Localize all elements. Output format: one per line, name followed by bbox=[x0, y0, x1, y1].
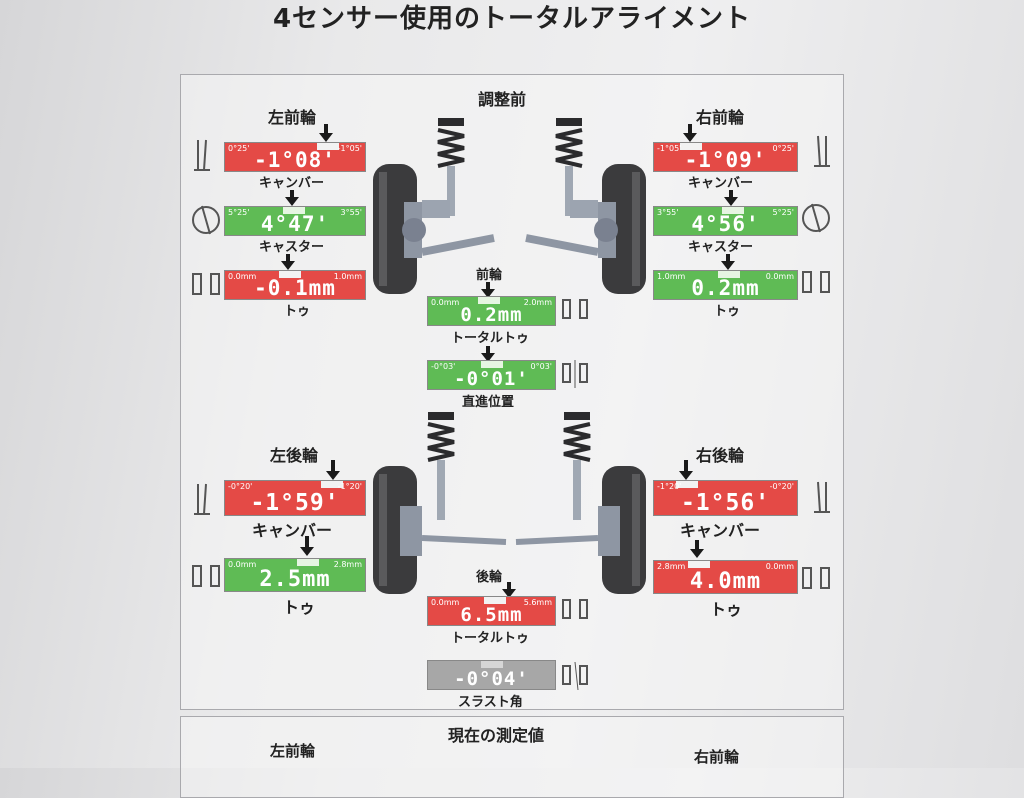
fr-caster-label: キャスター bbox=[688, 240, 754, 255]
rear-total-toe-gauge: 0.0mm 5.6mm 6.5mm bbox=[427, 596, 556, 626]
gauge-value: 4.0mm bbox=[689, 569, 762, 594]
gauge-min: 0.0mm bbox=[431, 298, 460, 307]
thrust-angle-label: スラスト角 bbox=[458, 695, 523, 710]
rear-axle-label: 後輪 bbox=[476, 570, 503, 585]
gauge-max: 5.6mm bbox=[523, 598, 552, 607]
front-suspension-illustration bbox=[373, 118, 646, 294]
gauge-value: -1°59' bbox=[250, 490, 340, 516]
rl-camber-gauge: -0°20' -1°20' -1°59' bbox=[224, 480, 366, 516]
gauge-min: -0°03' bbox=[431, 362, 456, 371]
thrust-angle-icon bbox=[562, 661, 588, 691]
current-heading: 現在の測定値 bbox=[448, 726, 545, 745]
fr-camber-label: キャンバー bbox=[688, 176, 754, 191]
gauge-max: 5°25' bbox=[772, 208, 794, 217]
fl-caster-gauge: 5°25' 3°55' 4°47' bbox=[224, 206, 366, 236]
rear-camber-icon-left bbox=[194, 483, 210, 515]
gauge-max: 0°03' bbox=[530, 362, 552, 371]
rr-toe-label: トゥ bbox=[710, 600, 743, 619]
front-right-label: 右前輪 bbox=[696, 108, 745, 127]
gauge-min: -1°05' bbox=[657, 144, 682, 153]
gauge-max: 1.0mm bbox=[333, 272, 362, 281]
fr-toe-gauge: 1.0mm 0.0mm 0.2mm bbox=[653, 270, 798, 300]
front-axle-label: 前輪 bbox=[476, 268, 503, 283]
gauge-min: -0°20' bbox=[228, 482, 253, 491]
rl-toe-gauge: 0.0mm 2.8mm 2.5mm bbox=[224, 558, 366, 592]
camber-icon-left bbox=[194, 139, 210, 171]
rr-camber-label: キャンバー bbox=[680, 521, 761, 540]
fl-toe-gauge: 0.0mm 1.0mm -0.1mm bbox=[224, 270, 366, 300]
gauge-min: 2.8mm bbox=[657, 562, 686, 571]
gauge-value: 4°47' bbox=[260, 212, 330, 236]
gauge-value: -1°56' bbox=[680, 490, 771, 516]
gauge-min: 0°25' bbox=[228, 144, 250, 153]
gauge-value: -1°08' bbox=[254, 148, 336, 172]
gauge-min: -1°20' bbox=[657, 482, 682, 491]
current-front-right-label: 右前輪 bbox=[694, 748, 740, 766]
caster-icon-left bbox=[192, 205, 220, 235]
fr-toe-label: トゥ bbox=[714, 304, 741, 319]
gauge-max: 0.0mm bbox=[765, 562, 794, 571]
caster-icon-right bbox=[802, 203, 830, 233]
gauge-value: 2.5mm bbox=[259, 567, 331, 592]
fr-caster-gauge: 3°55' 5°25' 4°56' bbox=[653, 206, 798, 236]
gauge-min: 0.0mm bbox=[228, 560, 257, 569]
gauge-value: -1°09' bbox=[684, 148, 767, 172]
front-left-label: 左前輪 bbox=[268, 108, 317, 127]
gauge-value: 4°56' bbox=[691, 212, 760, 236]
gauge-max: -0°20' bbox=[769, 482, 794, 491]
rear-left-label: 左後輪 bbox=[270, 446, 319, 465]
gauge-min: 0.0mm bbox=[228, 272, 257, 281]
toe-icon-left bbox=[192, 273, 220, 295]
gauge-value: -0.1mm bbox=[254, 276, 336, 300]
fl-caster-label: キャスター bbox=[259, 240, 325, 255]
total-toe-icon bbox=[562, 299, 588, 319]
straight-ahead-gauge: -0°03' 0°03' -0°01' bbox=[427, 360, 556, 390]
rear-toe-icon-right bbox=[802, 567, 830, 589]
gauge-max: 0°25' bbox=[772, 144, 794, 153]
front-total-toe-gauge: 0.0mm 2.0mm 0.2mm bbox=[427, 296, 556, 326]
rear-camber-icon-right bbox=[814, 481, 830, 513]
gauge-value: 6.5mm bbox=[460, 604, 523, 626]
gauge-max: 2.8mm bbox=[333, 560, 362, 569]
fl-toe-label: トゥ bbox=[284, 304, 311, 319]
rear-total-toe-icon bbox=[562, 599, 588, 619]
rr-toe-gauge: 2.8mm 0.0mm 4.0mm bbox=[653, 560, 798, 594]
camber-icon-right bbox=[814, 135, 830, 167]
gauge-value: -0°01' bbox=[454, 368, 529, 390]
gauge-max: -1°05' bbox=[337, 144, 362, 153]
fr-camber-gauge: -1°05' 0°25' -1°09' bbox=[653, 142, 798, 172]
gauge-value: -0°04' bbox=[454, 668, 529, 690]
rl-toe-label: トゥ bbox=[283, 598, 316, 617]
gauge-max: 0.0mm bbox=[765, 272, 794, 281]
toe-icon-right bbox=[802, 271, 830, 293]
gauge-min: 1.0mm bbox=[657, 272, 686, 281]
straight-ahead-label: 直進位置 bbox=[462, 395, 515, 410]
rear-right-label: 右後輪 bbox=[696, 446, 745, 465]
fl-camber-gauge: 0°25' -1°05' -1°08' bbox=[224, 142, 366, 172]
rl-camber-label: キャンバー bbox=[252, 521, 333, 540]
gauge-max: 3°55' bbox=[340, 208, 362, 217]
gauge-max: 2.0mm bbox=[523, 298, 552, 307]
gauge-value: 0.2mm bbox=[460, 304, 523, 326]
before-heading: 調整前 bbox=[478, 90, 527, 109]
thrust-angle-gauge: -0°04' bbox=[427, 660, 556, 690]
gauge-min: 0.0mm bbox=[431, 598, 460, 607]
rear-suspension-illustration bbox=[373, 412, 646, 594]
page-title: 4センサー使用のトータルアライメント bbox=[272, 4, 752, 34]
rear-total-toe-label: トータルトゥ bbox=[451, 631, 530, 646]
gauge-value: 0.2mm bbox=[691, 276, 760, 300]
straight-ahead-icon bbox=[562, 360, 588, 388]
gauge-min: 3°55' bbox=[657, 208, 679, 217]
rr-camber-gauge: -1°20' -0°20' -1°56' bbox=[653, 480, 798, 516]
gauge-min: 5°25' bbox=[228, 208, 250, 217]
rear-toe-icon-left bbox=[192, 565, 220, 587]
current-front-left-label: 左前輪 bbox=[270, 742, 316, 760]
front-total-toe-label: トータルトゥ bbox=[451, 331, 530, 346]
fl-camber-label: キャンバー bbox=[259, 176, 325, 191]
gauge-max: -1°20' bbox=[337, 482, 362, 491]
